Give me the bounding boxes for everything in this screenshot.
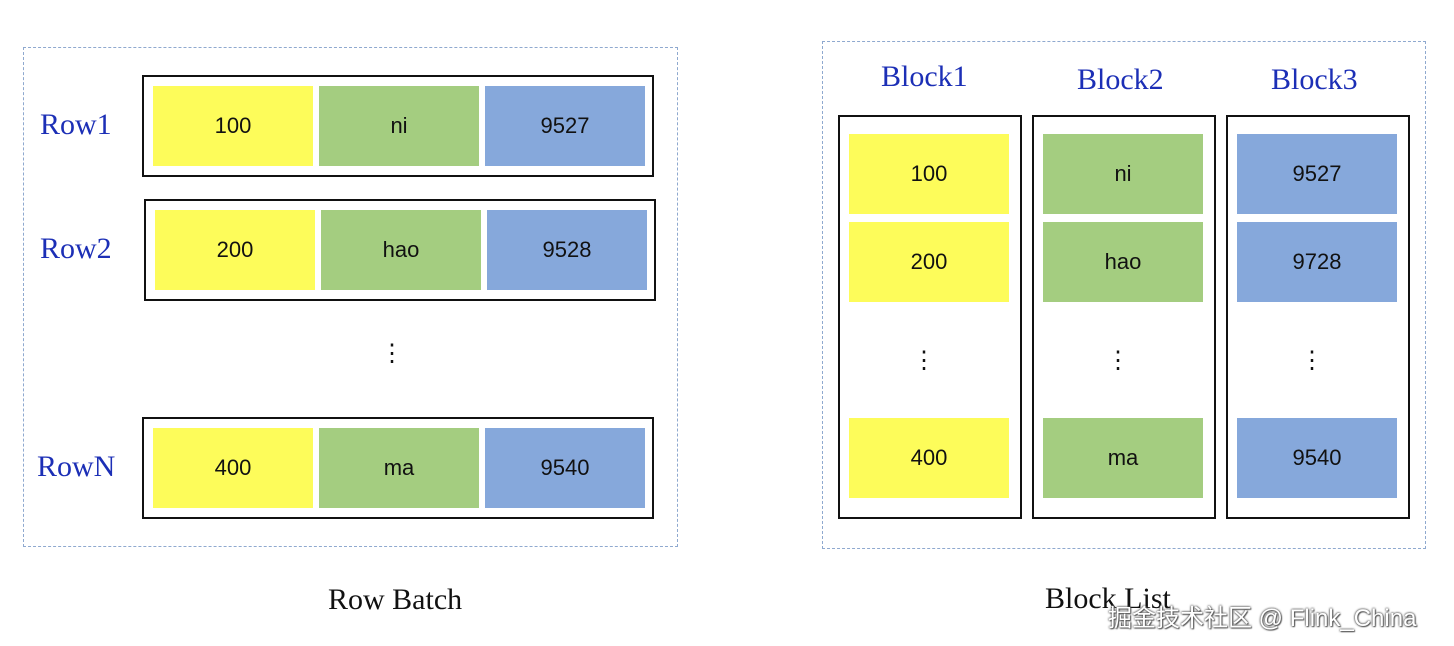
row-label-1: Row1 <box>40 108 112 141</box>
block1-cell-1: 100 <box>849 134 1009 214</box>
row2-cell-2: hao <box>321 210 481 290</box>
row1-cell-3: 9527 <box>485 86 645 166</box>
block2-ellipsis: ⋮ <box>1106 347 1130 374</box>
rown-cell-3: 9540 <box>485 428 645 508</box>
block3-cell-1: 9527 <box>1237 134 1397 214</box>
block3-cell-2: 9728 <box>1237 222 1397 302</box>
block-frame-2: ni hao ⋮ ma <box>1032 115 1216 519</box>
block-list-caption: Block List <box>1045 582 1171 615</box>
row-frame-1: 100 ni 9527 <box>142 75 654 177</box>
block3-ellipsis: ⋮ <box>1300 347 1324 374</box>
block-frame-1: 100 200 ⋮ 400 <box>838 115 1022 519</box>
block2-cell-2: hao <box>1043 222 1203 302</box>
rown-cell-2: ma <box>319 428 479 508</box>
block1-cell-3: 400 <box>849 418 1009 498</box>
row-batch-container <box>23 47 678 547</box>
block-label-2: Block2 <box>1077 63 1164 96</box>
row-frame-2: 200 hao 9528 <box>144 199 656 301</box>
row-label-2: Row2 <box>40 232 112 265</box>
row-frame-n: 400 ma 9540 <box>142 417 654 519</box>
row-batch-caption: Row Batch <box>328 583 463 616</box>
block-label-1: Block1 <box>881 60 968 93</box>
block-frame-3: 9527 9728 ⋮ 9540 <box>1226 115 1410 519</box>
row-batch-ellipsis: ⋮ <box>380 340 404 367</box>
block-label-3: Block3 <box>1271 63 1358 96</box>
row-label-n: RowN <box>37 450 116 483</box>
rown-cell-1: 400 <box>153 428 313 508</box>
row2-cell-3: 9528 <box>487 210 647 290</box>
block1-ellipsis: ⋮ <box>912 347 936 374</box>
block-list-container <box>822 41 1426 549</box>
block2-cell-1: ni <box>1043 134 1203 214</box>
watermark: 掘金技术社区 @ Flink_China <box>1108 605 1417 632</box>
block3-cell-3: 9540 <box>1237 418 1397 498</box>
block1-cell-2: 200 <box>849 222 1009 302</box>
row1-cell-2: ni <box>319 86 479 166</box>
row1-cell-1: 100 <box>153 86 313 166</box>
block2-cell-3: ma <box>1043 418 1203 498</box>
row2-cell-1: 200 <box>155 210 315 290</box>
